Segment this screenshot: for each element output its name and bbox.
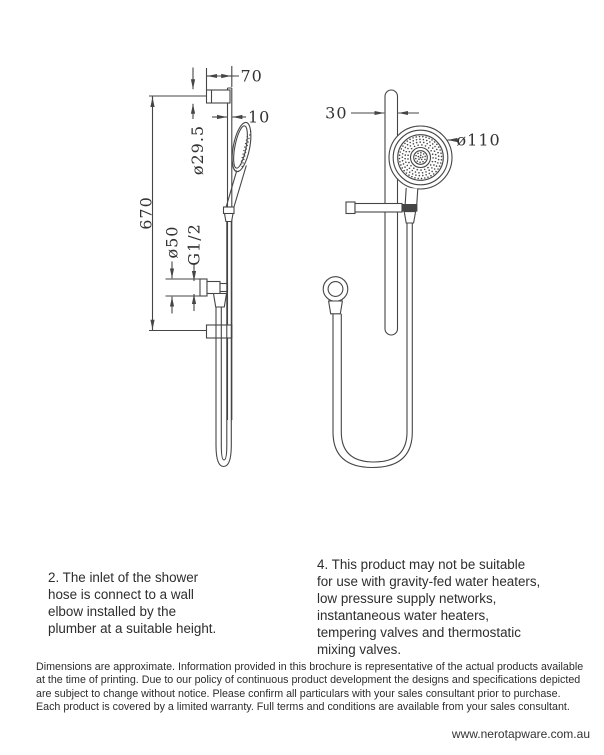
dim-thread-size-label: G1/2: [185, 223, 204, 266]
note-2: 2. The inlet of the shower hose is conne…: [48, 570, 217, 636]
disclaimer-text: Dimensions are approximate. Information …: [36, 661, 584, 714]
side-view-drawing: 670 70 10 ø29.5 ø50 G1/2: [137, 66, 270, 468]
front-view-drawing: 30 ø110: [322, 89, 501, 469]
dim-bracket-diameter-label: ø29.5: [188, 125, 207, 175]
hose-side: [215, 221, 232, 468]
dim-bracket-depth-label: 70: [241, 67, 263, 86]
dim-rail-height-label: 670: [137, 196, 156, 230]
spray-texture-side: [239, 130, 252, 168]
slider-bracket-front: [345, 201, 403, 215]
handshower-front: [388, 125, 453, 224]
spray-face-dots: [398, 135, 443, 180]
bottom-bracket-side: [205, 324, 233, 339]
hose-front: [332, 223, 413, 469]
wall-elbow-side: [199, 278, 229, 308]
handshower-side: [222, 121, 252, 223]
technical-drawing: 670 70 10 ø29.5 ø50 G1/2: [137, 66, 501, 469]
dim-rail-width-label: 30: [325, 104, 347, 123]
dim-elbow-flange-label: ø50: [163, 226, 182, 259]
dim-rail-offset-label: 10: [248, 108, 270, 127]
note-4: 4. This product may not be suitable for …: [317, 557, 541, 657]
dim-head-diameter-label: ø110: [457, 131, 501, 150]
wall-elbow-front: [322, 276, 349, 315]
top-bracket-side: [205, 89, 231, 104]
website-url: www.nerotapware.com.au: [451, 727, 590, 741]
